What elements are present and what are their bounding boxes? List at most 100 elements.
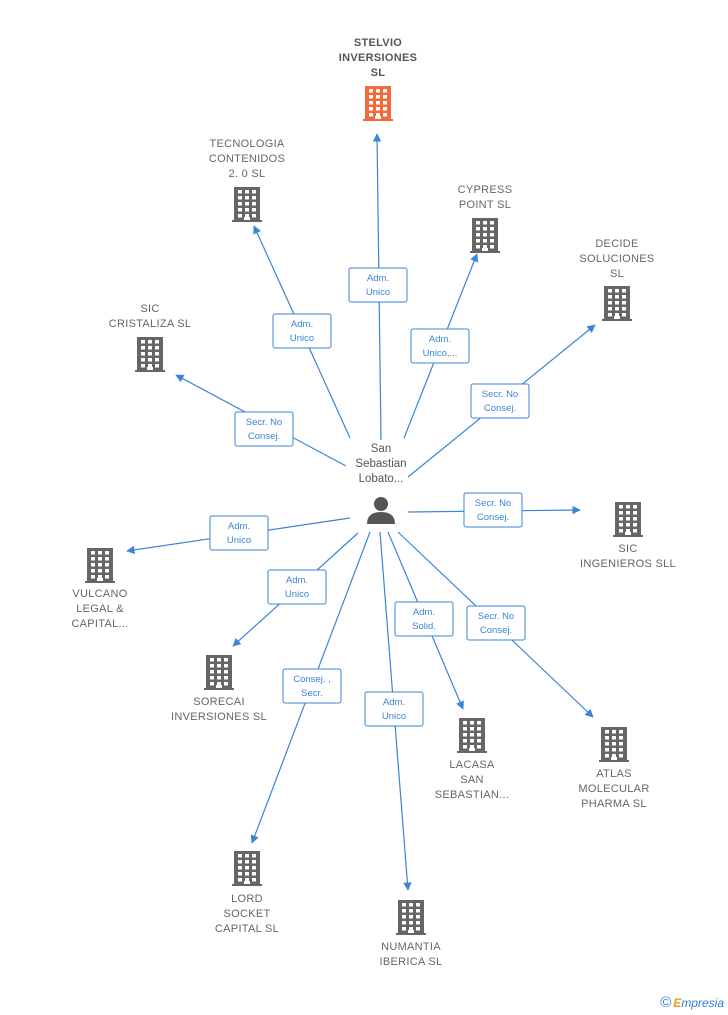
- person-name-line: Sebastian: [355, 458, 406, 470]
- company-node-lacasa[interactable]: LACASA SAN SEBASTIAN...: [435, 718, 510, 801]
- edge-label-text: Consej.: [480, 625, 512, 636]
- building-icon: [396, 900, 426, 935]
- nodes-layer: STELVIO INVERSIONES SL TECNOLOGIA CONTENIDOS…: [71, 37, 676, 968]
- edge-label-text: Consej.: [477, 512, 509, 523]
- company-name-line: INVERSIONES: [339, 52, 418, 64]
- edge-label-text: Secr. No: [246, 417, 282, 428]
- person-name-line: Lobato...: [359, 473, 404, 485]
- edge-label-stelvio[interactable]: Adm. Unico: [348, 267, 408, 303]
- company-node-sic-cristaliza[interactable]: SIC CRISTALIZA SL: [109, 303, 192, 372]
- building-icon: [135, 337, 165, 372]
- building-icon: [363, 86, 393, 121]
- building-icon: [232, 187, 262, 222]
- company-name-line: SIC: [140, 303, 159, 315]
- company-node-sic-ingenieros[interactable]: SIC INGENIEROS SLL: [580, 502, 676, 570]
- edge-label-text: Unico: [285, 589, 309, 600]
- edge-label-lord[interactable]: Consej. , Secr.: [282, 668, 342, 704]
- company-name-line: SAN: [460, 774, 484, 786]
- company-node-cypress[interactable]: CYPRESS POINT SL: [458, 184, 513, 253]
- edge-label-text: Adm.: [383, 697, 405, 708]
- edges-layer: [126, 133, 596, 891]
- company-node-atlas[interactable]: ATLAS MOLECULAR PHARMA SL: [578, 727, 649, 810]
- edge-label-text: Unico,...: [423, 348, 458, 359]
- edge-label-text: Unico: [366, 287, 390, 298]
- edge-label-text: Adm.: [413, 607, 435, 618]
- company-name-line: CAPITAL...: [71, 618, 128, 630]
- brand-name: mpresia: [681, 996, 724, 1010]
- company-node-numantia[interactable]: NUMANTIA IBERICA SL: [380, 900, 443, 968]
- company-name-line: LEGAL &: [76, 603, 124, 615]
- company-name-line: SIC: [618, 543, 637, 555]
- edge-label-tecnologia[interactable]: Adm.Unico: [272, 313, 332, 349]
- person-icon: [367, 497, 395, 524]
- edge-label-text: Unico: [382, 711, 406, 722]
- edge-label-text: Secr. No: [482, 389, 518, 400]
- brand-logo: ©Empresia: [660, 994, 724, 1011]
- edge-label-text: Unico: [227, 535, 251, 546]
- company-node-sorecai[interactable]: SORECAI INVERSIONES SL: [171, 655, 267, 723]
- edge-label-vulcano[interactable]: Adm. Unico: [209, 515, 269, 551]
- edge-label-text: Adm.: [429, 334, 451, 345]
- edge-label-text: Consej.: [484, 403, 516, 414]
- brand-initial: E: [673, 996, 682, 1010]
- copyright-icon: ©: [660, 994, 672, 1011]
- edge-label-decide[interactable]: Secr. No Consej.: [470, 383, 530, 419]
- building-icon: [457, 718, 487, 753]
- edge-label-text: Consej.: [248, 431, 280, 442]
- edge-label-cypress[interactable]: Adm. Unico,...: [410, 328, 470, 364]
- company-name-line: SEBASTIAN...: [435, 789, 510, 801]
- company-name-line: INVERSIONES SL: [171, 711, 267, 723]
- edge-label-text: Adm.: [228, 521, 250, 532]
- building-icon: [613, 502, 643, 537]
- company-name-line: CRISTALIZA SL: [109, 318, 192, 330]
- building-icon: [602, 286, 632, 321]
- company-name-line: CAPITAL SL: [215, 923, 279, 935]
- company-name-line: ATLAS: [596, 768, 632, 780]
- company-name-line: TECNOLOGIA: [209, 138, 284, 150]
- company-name-line: INGENIEROS SLL: [580, 558, 676, 570]
- edge-label-numantia[interactable]: Adm. Unico: [364, 691, 424, 727]
- company-name-line: MOLECULAR: [578, 783, 649, 795]
- company-name-line: CONTENIDOS: [209, 153, 285, 165]
- edge-label-sic-cristaliza[interactable]: Secr. No Consej.: [234, 411, 294, 447]
- company-name-line: SORECAI: [193, 696, 245, 708]
- person-name-line: San: [371, 443, 391, 455]
- company-name-line: VULCANO: [72, 588, 127, 600]
- edge-label-sorecai[interactable]: Adm. Unico: [267, 569, 327, 605]
- edge-label-atlas[interactable]: Secr. No Consej.: [466, 605, 526, 641]
- company-name-line: NUMANTIA: [381, 941, 441, 953]
- edge-label-text: Adm.: [286, 575, 308, 586]
- company-name-line: DECIDE: [595, 238, 638, 250]
- edge-label-text: Consej. ,: [293, 674, 331, 685]
- edge-label-text: Secr.: [301, 688, 323, 699]
- edge-label-text: Adm.: [291, 319, 313, 330]
- edge-label-lacasa[interactable]: Adm. Solid.: [394, 601, 454, 637]
- company-name-line: STELVIO: [354, 37, 402, 49]
- company-name-line: LORD: [231, 893, 263, 905]
- company-name-line: SOLUCIONES: [579, 253, 654, 265]
- edge-label-text: Adm.: [367, 273, 389, 284]
- edge-label-text: Secr. No: [475, 498, 511, 509]
- company-node-stelvio[interactable]: STELVIO INVERSIONES SL: [339, 37, 418, 121]
- company-name-line: LACASA: [449, 759, 495, 771]
- edge-label-text: Secr. No: [478, 611, 514, 622]
- center-person-node[interactable]: SanSebastianLobato...: [355, 443, 407, 524]
- company-node-decide[interactable]: DECIDE SOLUCIONES SL: [579, 238, 654, 321]
- company-name-line: SL: [371, 67, 386, 79]
- company-name-line: POINT SL: [459, 199, 511, 211]
- company-name-line: CYPRESS: [458, 184, 513, 196]
- company-name-line: PHARMA SL: [581, 798, 647, 810]
- building-icon: [204, 655, 234, 690]
- company-name-line: IBERICA SL: [380, 956, 443, 968]
- edge-label-text: Solid.: [412, 621, 436, 632]
- building-icon: [470, 218, 500, 253]
- building-icon: [85, 548, 115, 583]
- company-name-line: SOCKET: [223, 908, 270, 920]
- edge-label-sic-ingenieros[interactable]: Secr. No Consej.: [463, 492, 523, 528]
- company-node-lord[interactable]: LORD SOCKET CAPITAL SL: [215, 851, 279, 935]
- company-name-line: SL: [610, 268, 624, 280]
- building-icon: [232, 851, 262, 886]
- company-node-vulcano[interactable]: VULCANO LEGAL & CAPITAL...: [71, 548, 128, 630]
